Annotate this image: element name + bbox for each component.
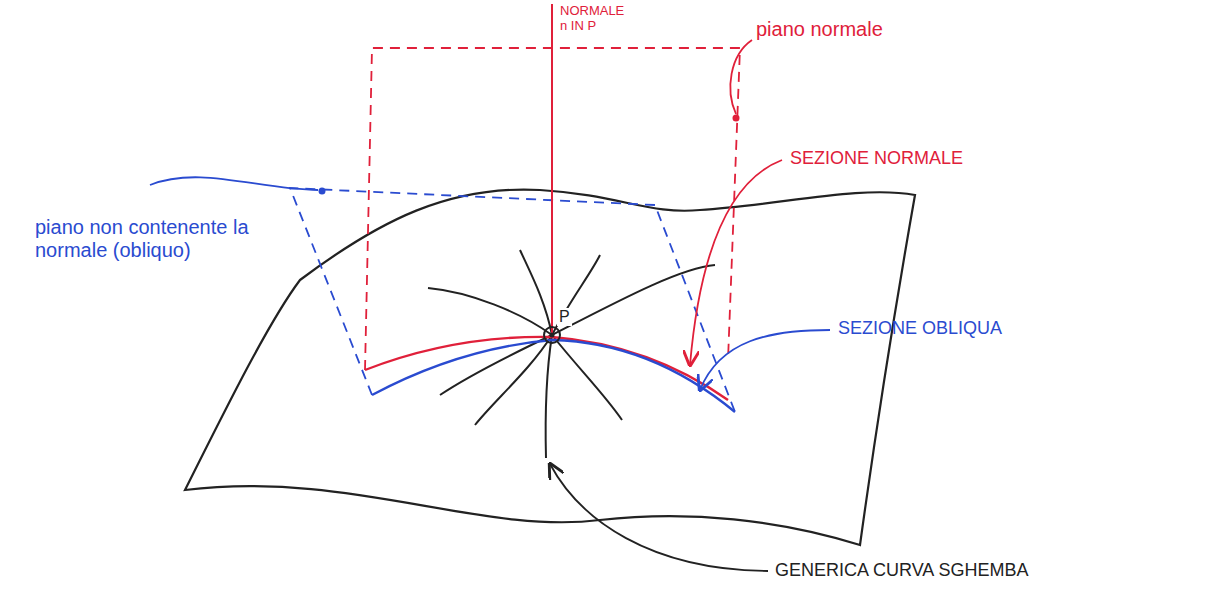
normal-line xyxy=(551,4,553,335)
point-marker xyxy=(544,327,560,343)
leader-arrow xyxy=(690,160,782,365)
oblique-section xyxy=(372,340,735,412)
section-label: SEZIONE OBLIQUA xyxy=(838,318,1002,339)
curve-label: GENERICA CURVA SGHEMBA xyxy=(775,560,1028,581)
surface-outline xyxy=(185,190,915,545)
leader-dot xyxy=(733,115,740,122)
plane-label: piano non contenente la normale (obliquo… xyxy=(35,216,250,262)
leader-line xyxy=(150,177,318,190)
leader-arrow xyxy=(700,330,830,390)
plane-label: piano normale xyxy=(756,18,883,41)
point-label: P xyxy=(557,308,572,326)
surface-curve xyxy=(428,288,552,335)
surface-curve xyxy=(475,335,552,425)
surface-curve xyxy=(552,265,715,335)
surface-curve xyxy=(546,335,552,458)
surface-curve xyxy=(520,250,552,335)
leader-arrow xyxy=(550,464,768,571)
section-label: SEZIONE NORMALE xyxy=(790,148,963,169)
normal-label: NORMALE n IN P xyxy=(560,4,628,34)
leader-line xyxy=(730,40,752,114)
leader-dot xyxy=(319,188,326,195)
oblique-plane xyxy=(290,188,735,412)
point-dot xyxy=(550,333,555,338)
normal-section xyxy=(365,337,728,400)
